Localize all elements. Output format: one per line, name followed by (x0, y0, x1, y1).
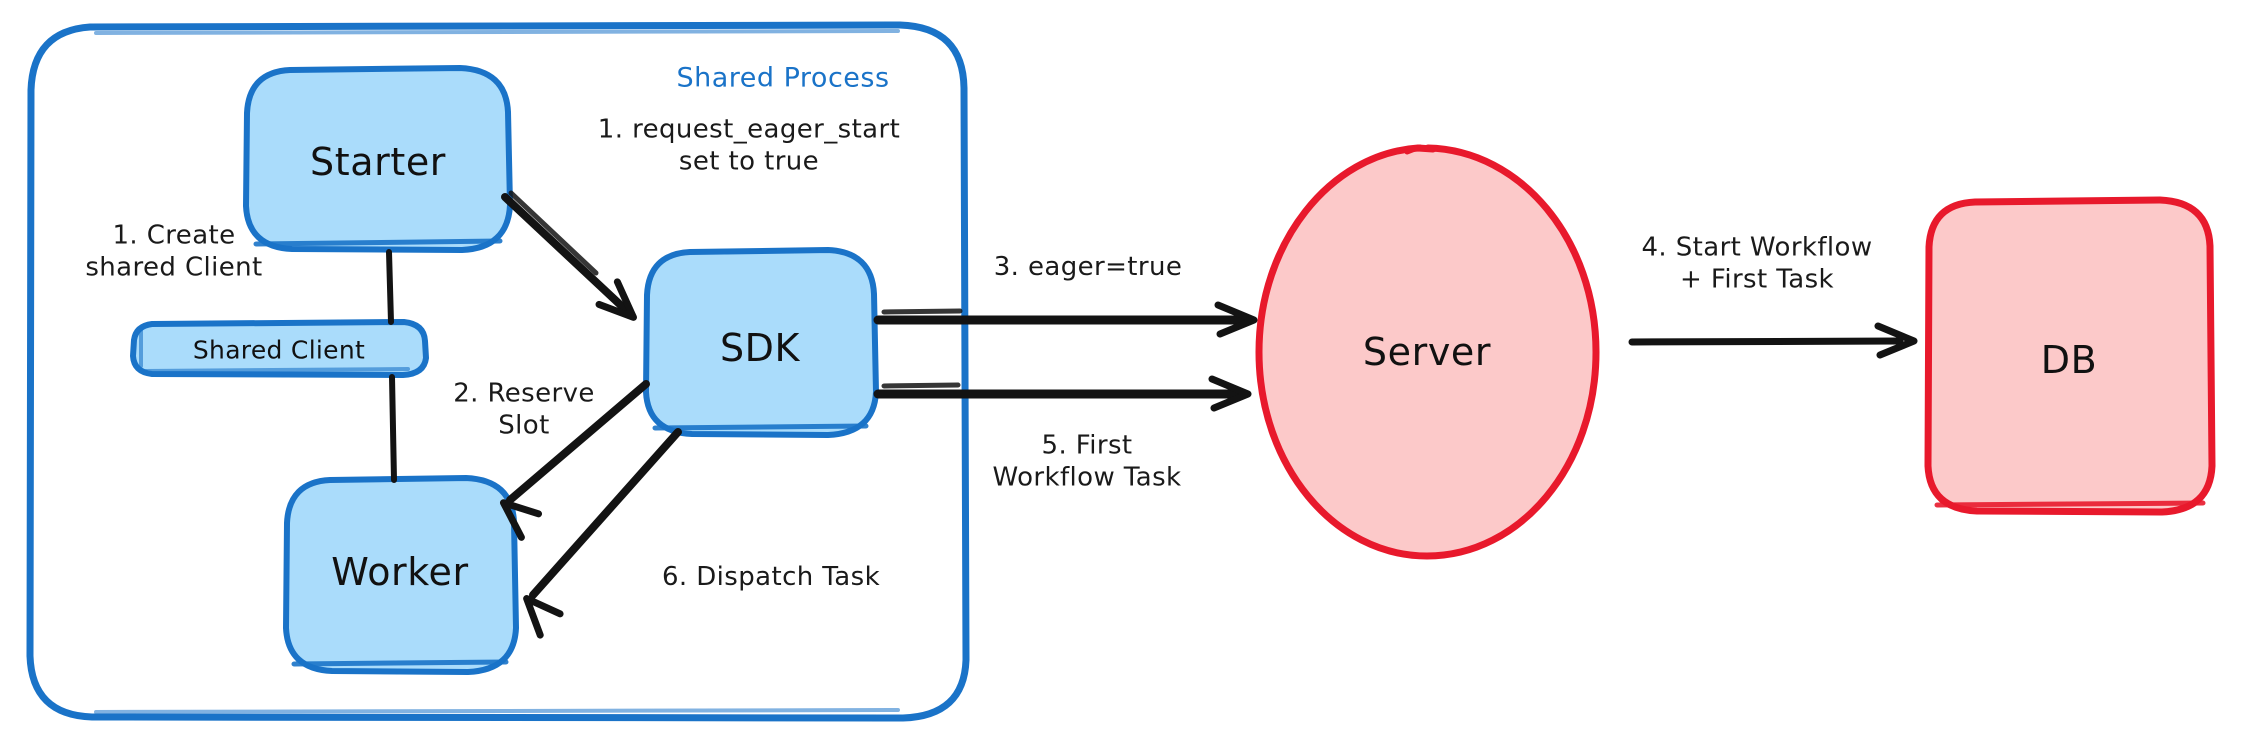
edge-start-workflow-first-task (1628, 326, 1914, 355)
edge-dispatch-task (516, 428, 682, 635)
node-starter-shape[interactable] (243, 65, 513, 253)
shared-process-title: Shared Process (676, 62, 890, 94)
edge-request-eager-start (501, 190, 644, 328)
node-label-db: DB (2040, 338, 2098, 382)
node-label-sdk: SDK (719, 326, 801, 370)
node-db-shape[interactable] (1924, 196, 2216, 516)
edge-reserve-slot (494, 380, 650, 537)
shared-process-container (26, 21, 970, 722)
node-shared-client-shape[interactable] (130, 319, 429, 378)
edge-first-workflow-task (873, 379, 1248, 408)
node-sdk-shape[interactable] (643, 247, 879, 438)
edge-eager-true (873, 305, 1254, 334)
node-server-shape[interactable] (1255, 144, 1600, 560)
node-label-shared-client: Shared Client (192, 335, 366, 365)
node-label-starter: Starter (309, 140, 447, 184)
edge-starter-shared-client-worker (386, 249, 397, 483)
node-label-worker: Worker (331, 550, 469, 594)
node-label-server: Server (1362, 330, 1492, 374)
